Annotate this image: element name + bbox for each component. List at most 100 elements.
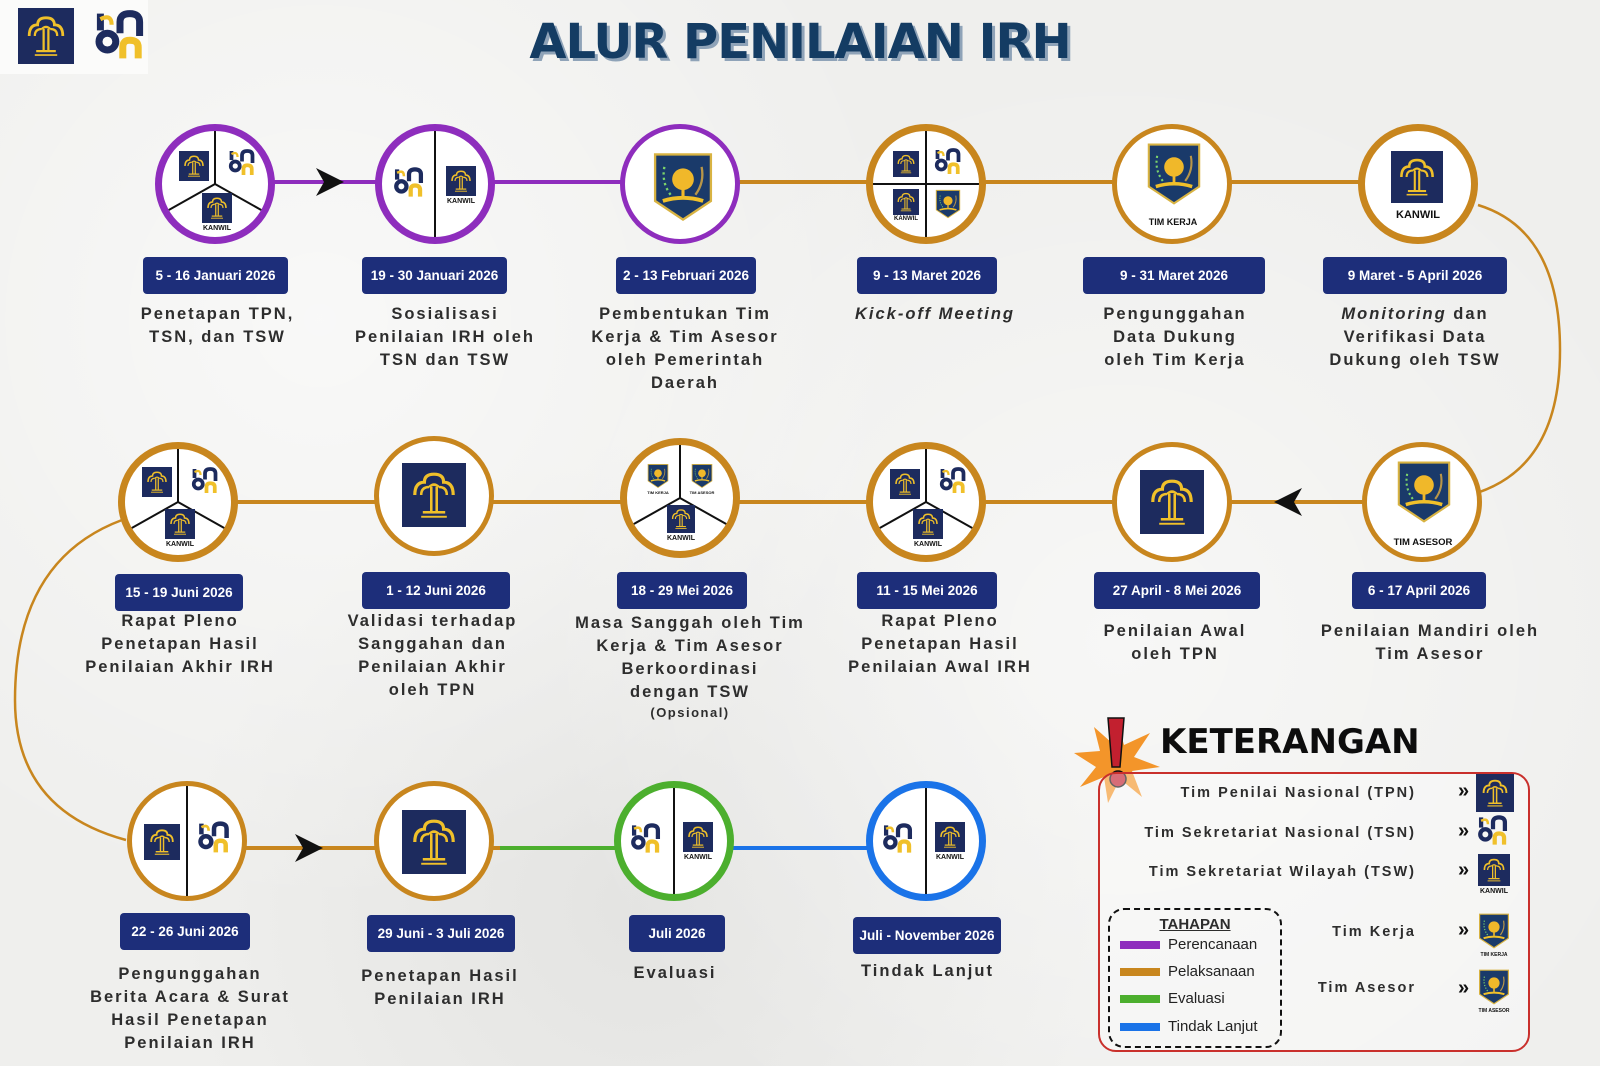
header-logos <box>0 0 148 74</box>
regional-emblem-icon <box>935 189 961 219</box>
step-15-node[interactable]: KANWIL <box>614 781 734 901</box>
step-9-date: 11 - 15 Mei 2026 <box>857 572 997 609</box>
step-1-node[interactable]: KANWIL <box>155 124 275 244</box>
legend-tpn: Tim Penilai Nasional (TPN) <box>1180 785 1416 801</box>
step-3-node[interactable] <box>620 124 740 244</box>
tsw-icon <box>1391 151 1443 203</box>
step-10-node[interactable]: TIM KERJA TIM ASESOR KANWIL <box>620 438 740 558</box>
step-4-node[interactable]: KANWIL <box>866 124 986 244</box>
step-12-node[interactable]: KANWIL <box>118 442 238 562</box>
tpn-icon <box>142 467 172 497</box>
tsn-icon <box>1476 814 1510 848</box>
step-6-node[interactable]: KANWIL <box>1358 124 1478 244</box>
step-9-node[interactable]: KANWIL <box>866 442 986 562</box>
kanwil-caption: KANWIL <box>203 225 231 232</box>
swatch-perencanaan <box>1120 940 1160 949</box>
chevron-right-icon: » <box>1458 820 1470 842</box>
tsw-icon <box>683 822 713 852</box>
step-6-date: 9 Maret - 5 April 2026 <box>1323 257 1507 294</box>
regional-emblem-icon <box>1146 141 1202 207</box>
step-2-date: 19 - 30 Januari 2026 <box>362 257 507 294</box>
stage-legend: TAHAPAN Perencanaan Pelaksanaan Evaluasi… <box>1108 908 1282 1048</box>
chevron-right-icon: » <box>1458 977 1470 999</box>
step-13-node[interactable] <box>127 781 247 901</box>
step-2-node[interactable]: KANWIL <box>375 124 495 244</box>
legend-tim-kerja: Tim Kerja <box>1332 924 1416 940</box>
legend-tsn: Tim Sekretariat Nasional (TSN) <box>1144 825 1416 841</box>
step-5-node[interactable]: TIM KERJA <box>1112 124 1232 244</box>
step-13-date: 22 - 26 Juni 2026 <box>120 913 250 950</box>
tsw-icon <box>446 166 476 196</box>
step-8-node[interactable] <box>1112 442 1232 562</box>
arrow-right-icon <box>295 834 323 862</box>
step-11-node[interactable] <box>374 436 494 556</box>
tsn-icon <box>938 466 968 496</box>
step-7-date: 6 - 17 April 2026 <box>1352 572 1486 609</box>
tsn-icon <box>227 148 257 178</box>
tpn-icon <box>402 463 466 527</box>
tsn-icon <box>392 166 426 200</box>
tsw-icon <box>165 509 195 539</box>
step-8-date: 27 April - 8 Mei 2026 <box>1094 572 1260 609</box>
regional-emblem-icon <box>1478 912 1510 950</box>
step-4-date: 9 - 13 Maret 2026 <box>857 257 997 294</box>
tsw-icon <box>202 193 232 223</box>
step-11-date: 1 - 12 Juni 2026 <box>362 572 510 609</box>
arrow-right-icon <box>316 168 344 196</box>
legend-box: Tim Penilai Nasional (TPN) » Tim Sekreta… <box>1098 772 1530 1052</box>
step-14-node[interactable] <box>374 781 494 901</box>
step-5-date: 9 - 31 Maret 2026 <box>1083 257 1265 294</box>
regional-emblem-icon <box>1478 968 1510 1006</box>
swatch-pelaksanaan <box>1120 967 1160 976</box>
tsn-icon <box>629 822 663 856</box>
tsw-icon <box>893 189 919 215</box>
step-3-date: 2 - 13 Februari 2026 <box>616 257 756 294</box>
stage-tindak-lanjut: Tindak Lanjut <box>1120 1018 1258 1035</box>
optional-note: (Opsional) <box>650 705 730 720</box>
step-15-label: Evaluasi <box>633 964 717 982</box>
tsn-icon <box>196 820 232 856</box>
step-14-date: 29 Juni - 3 Juli 2026 <box>367 915 515 952</box>
regional-emblem-icon <box>652 151 714 223</box>
stage-perencanaan: Perencanaan <box>1120 936 1257 953</box>
tsn-icon <box>881 822 915 856</box>
tpn-icon <box>893 151 919 177</box>
tpn-icon <box>890 469 920 499</box>
step-7-node[interactable]: TIM ASESOR <box>1362 442 1482 562</box>
swatch-tindak-lanjut <box>1120 1022 1160 1031</box>
tsw-icon <box>935 822 965 852</box>
step-16-label: Tindak Lanjut <box>861 962 994 980</box>
step-1-date: 5 - 16 Januari 2026 <box>143 257 288 294</box>
regional-emblem-icon <box>647 463 669 489</box>
page-title: ALUR PENILAIAN IRH <box>529 14 1071 70</box>
tpn-icon <box>1140 470 1204 534</box>
tsw-icon <box>913 509 943 539</box>
step-16-node[interactable]: KANWIL <box>866 781 986 901</box>
chevron-right-icon: » <box>1458 859 1470 881</box>
step-4-label: Kick-off Meeting <box>854 305 1016 323</box>
legend-tim-asesor: Tim Asesor <box>1317 980 1416 996</box>
tsw-icon <box>667 505 695 533</box>
step-12-date: 15 - 19 Juni 2026 <box>115 574 243 611</box>
tpn-icon <box>179 151 209 181</box>
tpn-icon <box>402 810 466 874</box>
step-15-date: Juli 2026 <box>629 915 725 952</box>
step-16-date: Juli - November 2026 <box>853 917 1001 954</box>
kemenkum-logo <box>18 8 74 64</box>
legend-title: KETERANGAN <box>1160 722 1420 762</box>
tsn-icon <box>933 147 963 177</box>
legend-tsw: Tim Sekretariat Wilayah (TSW) <box>1148 864 1416 880</box>
tsn-icon <box>190 466 220 496</box>
regional-emblem-icon <box>1396 459 1452 525</box>
